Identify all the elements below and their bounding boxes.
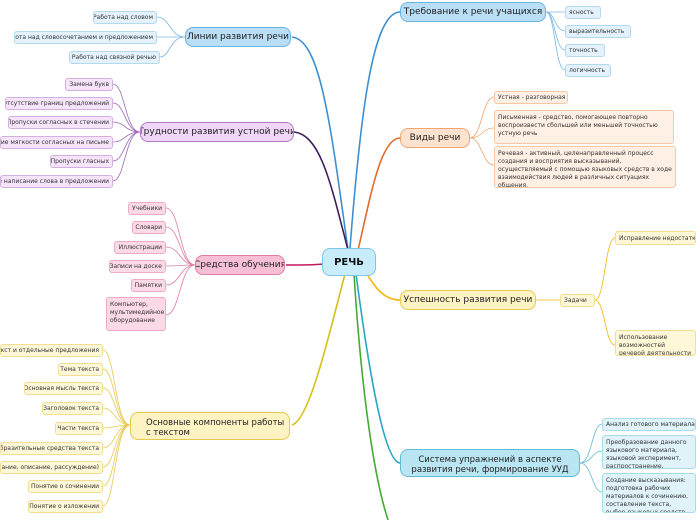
leaf-lines-2[interactable]: Работа над связной речью (69, 51, 160, 64)
branch-success[interactable]: Успешность развития речи (400, 290, 536, 310)
leaf-success-0[interactable]: Исправление недостатков (615, 231, 696, 245)
leaf-text-4[interactable]: Части текста (55, 422, 103, 435)
leaf-lines-1[interactable]: Работа над словосочетанием и предложение… (14, 31, 157, 44)
leaf-req-2[interactable]: точность (565, 44, 605, 57)
branch-lines[interactable]: Линии развития речи (185, 27, 291, 47)
leaf-tools-5[interactable]: Компьютер, мультимедийное оборудование (106, 297, 166, 331)
leaf-tools-2[interactable]: Иллюстрации (114, 241, 166, 254)
leaf-text-2[interactable]: Основная мысль текста (24, 382, 103, 395)
leaf-text-8[interactable]: Понятие о изложении (28, 500, 103, 513)
leaf-ex-1[interactable]: Преобразование данного языкового материа… (602, 435, 696, 469)
leaf-tools-3[interactable]: Записи на доске (109, 260, 166, 273)
branch-requirements[interactable]: Требование к речи учащихся (400, 2, 546, 22)
leaf-req-1[interactable]: выразительность (565, 25, 631, 38)
leaf-req-3[interactable]: логичность (565, 64, 611, 77)
leaf-text-5[interactable]: Изобразительные средства текста (0, 442, 103, 455)
leaf-tools-4[interactable]: Памятки (131, 279, 166, 292)
branch-text-work[interactable]: Основные компоненты работы с текстом (130, 412, 290, 440)
leaf-tools-0[interactable]: Учебники (128, 202, 166, 215)
leaf-difficulties-2[interactable]: Пропуски согласных в стечении (8, 116, 113, 129)
leaf-difficulties-5[interactable]: Слитное написание слова в предложении (0, 175, 113, 188)
branch-difficulties[interactable]: Трудности развития устной речи (140, 122, 294, 142)
branch-types[interactable]: Виды речи (400, 128, 470, 148)
leaf-ex-0[interactable]: Анализ готового материала (602, 418, 696, 431)
leaf-text-1[interactable]: Тема текста (58, 363, 103, 376)
leaf-types-0[interactable]: Устная - разговорная (494, 91, 568, 104)
leaf-text-7[interactable]: Понятие о сочинении (28, 480, 103, 493)
leaf-types-2[interactable]: Речевая - активный, целенаправленный про… (494, 146, 676, 188)
leaf-types-1[interactable]: Письменная - средство, помогающее повтор… (494, 110, 674, 144)
leaf-difficulties-0[interactable]: Замена букв (65, 78, 113, 91)
leaf-text-3[interactable]: Заголовок текста (42, 402, 103, 415)
branch-exercises[interactable]: Система упражнений в аспекте развития ре… (400, 449, 580, 477)
leaf-difficulties-1[interactable]: Отсутствие границ предложений (5, 97, 113, 110)
branch-tools[interactable]: Средства обучения (195, 255, 285, 275)
leaf-req-0[interactable]: ясность (565, 6, 601, 19)
success-tasks[interactable]: Задачи (560, 294, 595, 307)
leaf-lines-0[interactable]: Работа над словом (93, 11, 157, 24)
leaf-tools-1[interactable]: Словари (132, 221, 166, 234)
leaf-ex-2[interactable]: Создание высказывания: подготовка рабочи… (602, 473, 696, 513)
leaf-success-1[interactable]: Использование возможностей речевой деяте… (615, 330, 696, 356)
leaf-difficulties-3[interactable]: Неверное обозначение мягкости согласных … (0, 136, 113, 149)
leaf-text-0[interactable]: Текст и отдельные предложения (0, 344, 103, 357)
central-topic[interactable]: РЕЧЬ (322, 248, 376, 276)
leaf-text-6[interactable]: Типы текстов (повествование, описание, р… (0, 461, 103, 474)
leaf-difficulties-4[interactable]: Пропуски гласных (50, 155, 113, 168)
